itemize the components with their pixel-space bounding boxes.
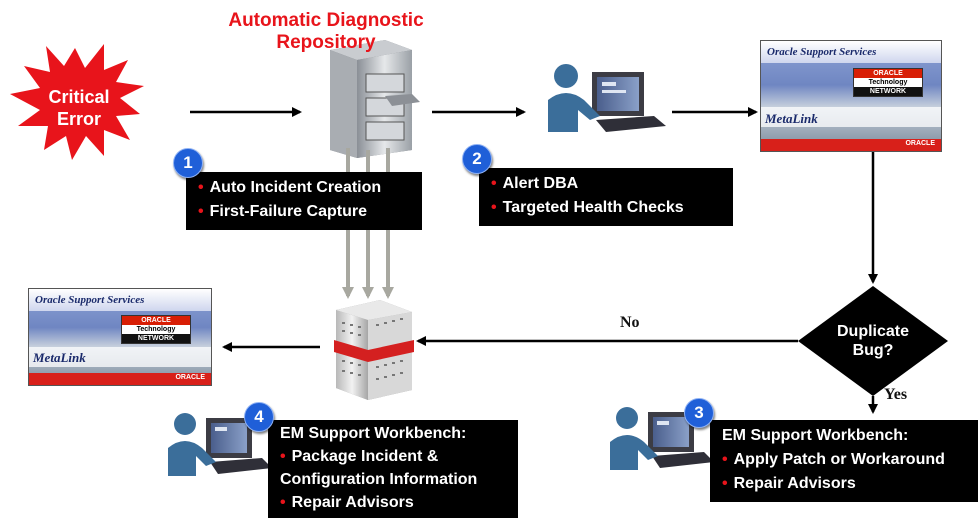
critical-error-line2: Error <box>56 109 101 129</box>
step2-box: • Alert DBA • Targeted Health Checks <box>479 168 733 226</box>
bullet-icon: • <box>280 494 286 511</box>
step1-box: • Auto Incident Creation • First-Failure C… <box>186 172 422 230</box>
bullet-icon: • <box>722 451 728 468</box>
metalink-footer: ORACLE <box>761 139 941 151</box>
step4-workstation-icon <box>168 413 272 476</box>
step4-heading: EM Support Workbench: <box>280 425 467 442</box>
step3-item-label: Apply Patch or Workaround <box>733 451 945 468</box>
adr-cabinet-icon <box>330 40 420 158</box>
dba-workstation-icon <box>548 64 666 132</box>
metalink-header: Oracle Support Services <box>29 289 211 311</box>
step2-item: • Targeted Health Checks <box>491 196 723 220</box>
metalink-brand: MetaLink <box>33 350 86 365</box>
no-label: No <box>620 314 640 331</box>
bullet-icon: • <box>198 203 204 220</box>
critical-error-label: Critical Error <box>38 86 120 130</box>
otn-logo-bot: NETWORK <box>122 334 190 343</box>
step3-item: • Apply Patch or Workaround <box>722 448 968 472</box>
otn-logo: ORACLE Technology NETWORK <box>853 68 923 97</box>
otn-logo-top: ORACLE <box>122 316 190 325</box>
decision-label: Duplicate Bug? <box>818 322 928 360</box>
step1-item-label: Auto Incident Creation <box>209 179 382 196</box>
duplicate-bug-diamond <box>798 286 948 396</box>
otn-logo-top: ORACLE <box>854 69 922 78</box>
metalink-footer: ORACLE <box>29 373 211 385</box>
bullet-icon: • <box>491 199 497 216</box>
step1-item: • Auto Incident Creation <box>198 176 412 200</box>
step4-item-label: Package Incident & <box>291 448 439 465</box>
critical-error-line1: Critical <box>48 87 110 107</box>
bullet-icon: • <box>280 448 286 465</box>
step2-badge: 2 <box>462 144 492 174</box>
decision-line1: Duplicate <box>836 323 909 340</box>
adr-title: Automatic Diagnostic Repository <box>196 10 456 54</box>
step4-item-label: Repair Advisors <box>291 494 414 511</box>
step3-item-label: Repair Advisors <box>733 475 856 492</box>
step4-box: EM Support Workbench: • Package Incident … <box>268 420 518 518</box>
step3-box: EM Support Workbench: • Apply Patch or Wo… <box>710 420 978 502</box>
step3-item: • Repair Advisors <box>722 472 968 496</box>
decision-line2: Bug? <box>852 342 894 359</box>
bullet-icon: • <box>198 179 204 196</box>
step4-item: • Package Incident & <box>280 445 508 468</box>
otn-logo-bot: NETWORK <box>854 87 922 96</box>
otn-logo: ORACLE Technology NETWORK <box>121 315 191 344</box>
metalink-card-left: Oracle Support Services ORACLE Technolog… <box>28 288 212 386</box>
metalink-band <box>29 347 211 367</box>
step3-heading: EM Support Workbench: <box>722 427 909 444</box>
workbench-server-icon <box>334 300 414 400</box>
metalink-band <box>761 107 941 127</box>
step3-badge: 3 <box>684 398 714 428</box>
step1-badge: 1 <box>173 148 203 178</box>
otn-logo-mid: Technology <box>122 325 190 334</box>
adr-title-line2: Repository <box>276 32 376 53</box>
metalink-footer-label: ORACLE <box>905 140 935 147</box>
bullet-icon: • <box>722 475 728 492</box>
step1-item: • First-Failure Capture <box>198 200 412 224</box>
step2-item-label: Targeted Health Checks <box>502 199 684 216</box>
metalink-header: Oracle Support Services <box>761 41 941 63</box>
step4-item: • Repair Advisors <box>280 491 508 514</box>
otn-logo-mid: Technology <box>854 78 922 87</box>
metalink-brand: MetaLink <box>765 111 818 126</box>
step4-badge: 4 <box>244 402 274 432</box>
step2-item-label: Alert DBA <box>502 175 579 192</box>
metalink-card-top: Oracle Support Services ORACLE Technolog… <box>760 40 942 152</box>
metalink-footer-label: ORACLE <box>175 374 205 381</box>
step4-item-continued: Configuration Information <box>280 471 478 488</box>
step2-item: • Alert DBA <box>491 172 723 196</box>
critical-error-starburst <box>10 44 144 160</box>
adr-title-line1: Automatic Diagnostic <box>228 10 424 31</box>
yes-label: Yes <box>884 386 908 403</box>
bullet-icon: • <box>491 175 497 192</box>
step1-item-label: First-Failure Capture <box>209 203 367 220</box>
